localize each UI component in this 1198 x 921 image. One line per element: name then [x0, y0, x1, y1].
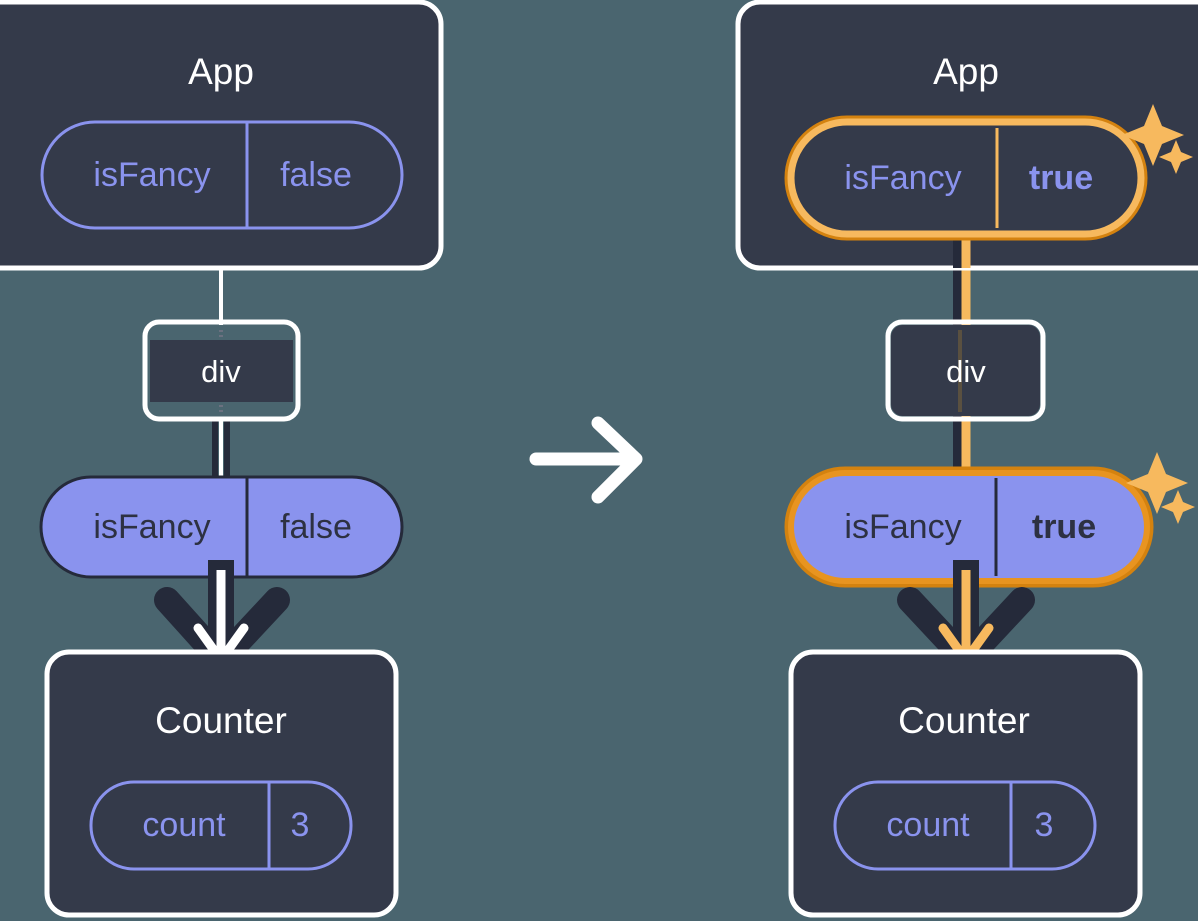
transition-right-arrow-icon: [529, 416, 643, 504]
app-panel-left: App: [0, 0, 444, 271]
counter-state-pill-right-key: count: [886, 806, 970, 844]
div-node-left-label: div: [201, 354, 241, 389]
div-node-left-label-bg: [150, 340, 293, 402]
counter-panel-right-title: Counter: [898, 700, 1030, 741]
sparkle-icon-prop-right: [1126, 452, 1195, 524]
app-state-pill-left[interactable]: isFancy false: [40, 120, 404, 230]
connector-div-to-prop-left: [212, 418, 230, 486]
div-node-right-frame: [885, 319, 1046, 422]
counter-state-pill-left-value: 3: [291, 806, 310, 844]
app-state-pill-left-value: false: [280, 156, 352, 194]
prop-pill-left-value: false: [280, 508, 352, 546]
prop-pill-right[interactable]: isFancy true: [784, 466, 1154, 588]
div-node-left[interactable]: div: [142, 319, 301, 422]
sparkle-icon-app-right: [1122, 104, 1193, 174]
counter-state-pill-right-border: [833, 780, 1097, 871]
counter-state-pill-left-border: [89, 780, 353, 871]
app-state-pill-left-border: [40, 120, 404, 230]
app-panel-left-title: App: [188, 51, 254, 92]
prop-pill-right-value: true: [1032, 508, 1096, 546]
app-panel-left-frame: [0, 0, 444, 271]
counter-state-pill-left[interactable]: count 3: [89, 780, 353, 871]
prop-pill-left[interactable]: isFancy false: [39, 475, 404, 579]
prop-pill-right-key: isFancy: [844, 508, 961, 546]
div-node-right-fill: [891, 325, 1040, 416]
app-panel-right-title: App: [933, 51, 999, 92]
app-state-pill-right[interactable]: isFancy true: [784, 115, 1148, 241]
app-state-pill-right-value: true: [1029, 159, 1093, 197]
counter-state-pill-right[interactable]: count 3: [833, 780, 1097, 871]
div-node-right[interactable]: div: [885, 319, 1046, 422]
div-node-left-frame: [142, 319, 301, 422]
counter-panel-left-title: Counter: [155, 700, 287, 741]
counter-state-pill-right-value: 3: [1035, 806, 1054, 844]
app-state-pill-left-key: isFancy: [93, 156, 210, 194]
prop-pill-left-key: isFancy: [93, 508, 210, 546]
app-state-pill-right-key: isFancy: [844, 159, 961, 197]
div-node-right-label: div: [946, 354, 986, 389]
counter-state-pill-left-key: count: [142, 806, 226, 844]
app-state-pill-right-inner-ring: [787, 118, 1145, 238]
